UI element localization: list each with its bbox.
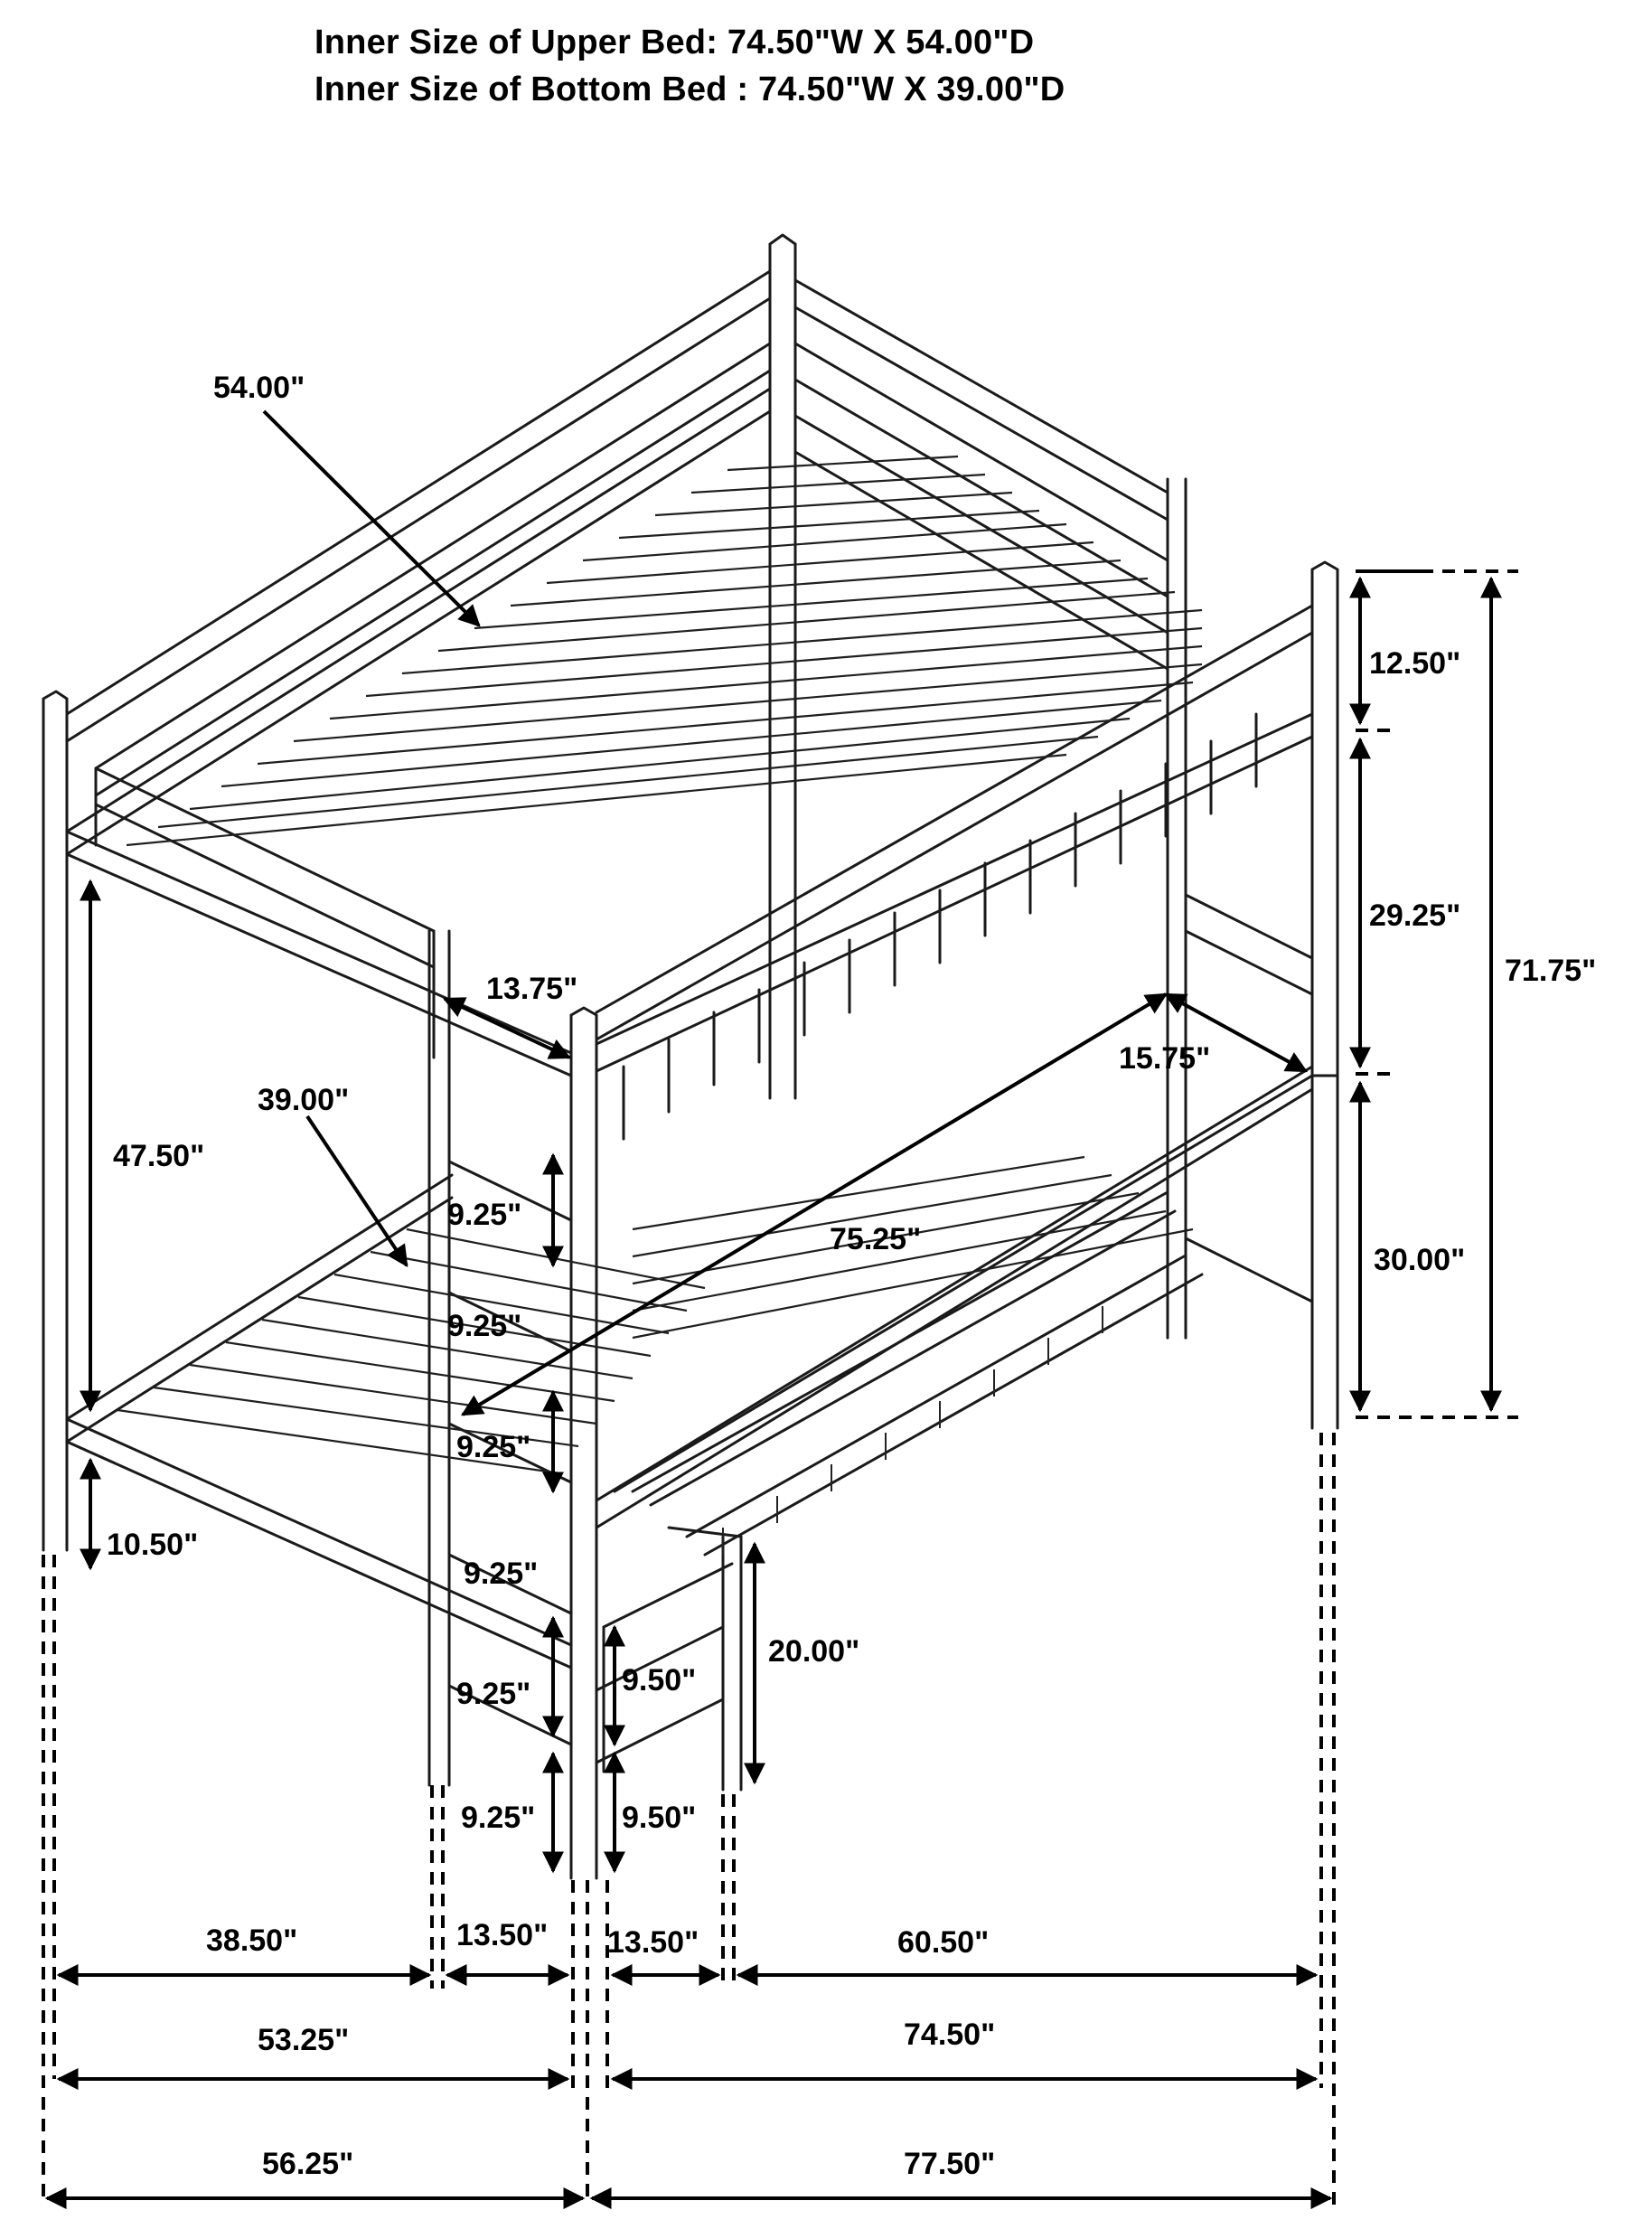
upper-bed-size-title: Inner Size of Upper Bed: 74.50"W X 54.00…: [314, 24, 1035, 61]
dim-bottom-row2-a: 53.25": [258, 2023, 349, 2057]
dim-bottom-row1-b: 13.50": [456, 1918, 548, 1952]
dim-desk-depth: 15.75": [1119, 1041, 1210, 1076]
dim-shelf-step-2: 9.50": [622, 1801, 696, 1835]
dim-shelf-step-1: 9.50": [622, 1663, 696, 1698]
upper-bed-slats: [126, 455, 1203, 847]
dim-lower-depth: 39.00": [258, 1083, 349, 1117]
dim-shelf-height: 20.00": [768, 1634, 859, 1669]
dim-ladder-step-6: 9.25": [461, 1801, 535, 1835]
dim-upper-to-desk: 29.25": [1369, 898, 1460, 933]
bottom-bed-size-title: Inner Size of Bottom Bed : 74.50"W X 39.…: [314, 71, 1065, 108]
dim-bottom-row1-d: 60.50": [897, 1925, 989, 1960]
dim-ladder-step-5: 9.25": [456, 1677, 530, 1711]
dim-ladder-step-3: 9.25": [456, 1430, 530, 1464]
lower-bed-slats: [117, 1155, 1194, 1475]
dim-bottom-row1-a: 38.50": [206, 1923, 297, 1958]
dim-bed-clearance: 47.50": [113, 1139, 204, 1173]
dim-bottom-row1-c: 13.50": [607, 1925, 699, 1960]
dim-bottom-row3-a: 56.25": [262, 2147, 353, 2181]
dim-ladder-step-2: 9.25": [447, 1309, 521, 1343]
dim-upper-depth: 54.00": [213, 371, 305, 405]
dim-total-height: 71.75": [1505, 954, 1596, 988]
dim-desk-length: 75.25": [830, 1222, 921, 1256]
dim-bottom-row2-b: 74.50": [904, 2017, 995, 2052]
dim-lower-rail-height: 10.50": [107, 1528, 198, 1562]
dim-ladder-step-4: 9.25": [464, 1557, 538, 1591]
dim-guard-gap: 13.75": [486, 972, 577, 1006]
dimension-lines: [42, 409, 1518, 2209]
dim-ladder-step-1: 9.25": [447, 1198, 521, 1232]
dim-guard-height: 12.50": [1369, 646, 1460, 681]
dim-desk-height: 30.00": [1374, 1243, 1465, 1277]
dim-bottom-row3-b: 77.50": [904, 2147, 995, 2181]
